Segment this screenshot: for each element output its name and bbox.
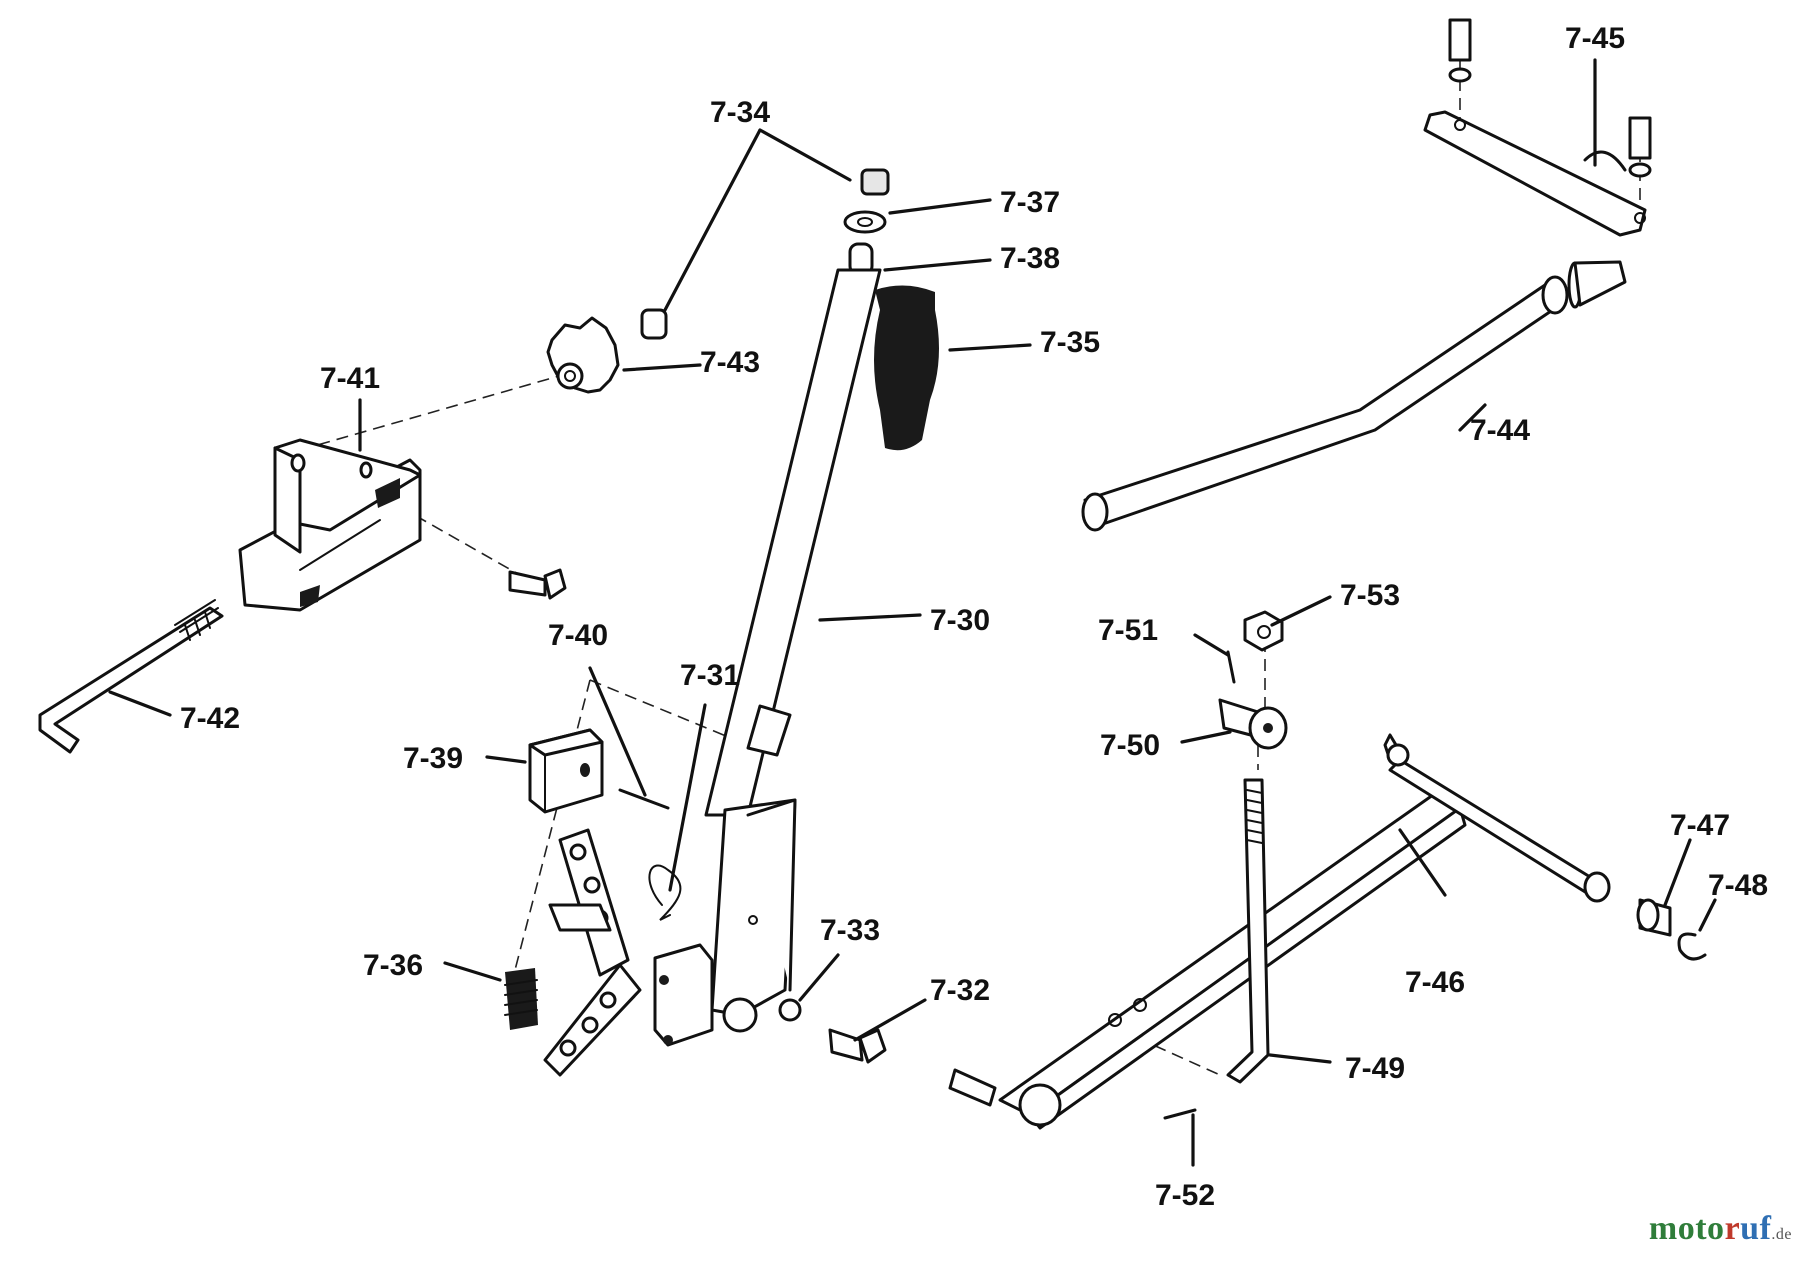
label-7-51: 7-51 bbox=[1098, 614, 1158, 647]
label-7-45: 7-45 bbox=[1565, 22, 1625, 55]
cotter-pin-lower-part bbox=[1163, 1108, 1197, 1120]
spring-part bbox=[504, 968, 538, 1030]
watermark-part-2: r bbox=[1724, 1210, 1741, 1247]
lever-arm-part bbox=[543, 828, 714, 1077]
label-7-52: 7-52 bbox=[1155, 1179, 1215, 1212]
flat-washer-hole bbox=[857, 217, 873, 227]
lift-arm-part bbox=[948, 733, 1611, 1130]
label-7-33: 7-33 bbox=[820, 914, 880, 947]
hand-grip-part bbox=[874, 285, 939, 451]
hex-bolt-part bbox=[828, 1028, 887, 1064]
part-labels: 7-34 7-37 7-38 7-35 7-43 7-41 7-42 7-30 … bbox=[180, 22, 1768, 1212]
mounting-bracket-part bbox=[238, 438, 422, 612]
watermark-part-1: moto bbox=[1648, 1210, 1725, 1247]
shaft-bushing-part bbox=[1636, 898, 1672, 937]
label-7-37: 7-37 bbox=[1000, 186, 1060, 219]
adjusting-knob-part bbox=[546, 316, 620, 394]
label-7-31: 7-31 bbox=[680, 659, 740, 692]
label-7-34: 7-34 bbox=[710, 96, 770, 129]
lock-washer-part bbox=[778, 998, 802, 1022]
lock-nut-part bbox=[1243, 610, 1284, 652]
leader-lines bbox=[108, 58, 1717, 1167]
label-7-53: 7-53 bbox=[1340, 579, 1400, 612]
hairpin-part bbox=[648, 864, 682, 921]
label-7-44: 7-44 bbox=[1470, 414, 1530, 447]
label-7-50: 7-50 bbox=[1100, 729, 1160, 762]
shaft-clamp-part bbox=[1423, 18, 1652, 237]
label-7-40: 7-40 bbox=[548, 619, 608, 652]
adjusting-rod-part bbox=[38, 599, 224, 754]
label-7-36: 7-36 bbox=[363, 949, 423, 982]
label-7-30: 7-30 bbox=[930, 604, 990, 637]
flat-washer-part bbox=[843, 210, 887, 234]
label-7-49: 7-49 bbox=[1345, 1052, 1405, 1085]
assembly-lines bbox=[299, 60, 1641, 1076]
label-7-42: 7-42 bbox=[180, 702, 240, 735]
label-7-32: 7-32 bbox=[930, 974, 990, 1007]
lift-link-part bbox=[1226, 778, 1270, 1084]
pivot-block-part bbox=[528, 728, 604, 814]
bushings-part bbox=[640, 168, 890, 340]
roll-pin-part bbox=[618, 788, 670, 810]
bracket-bolt-part bbox=[508, 568, 567, 600]
label-7-41: 7-41 bbox=[320, 362, 380, 395]
label-7-35: 7-35 bbox=[1040, 326, 1100, 359]
label-7-39: 7-39 bbox=[403, 742, 463, 775]
label-7-43: 7-43 bbox=[700, 346, 760, 379]
label-7-46: 7-46 bbox=[1405, 966, 1465, 999]
swivel-trunnion-part bbox=[1218, 698, 1288, 750]
label-7-47: 7-47 bbox=[1670, 809, 1730, 842]
e-clip-part bbox=[1677, 932, 1707, 961]
watermark-part-3: uf bbox=[1740, 1210, 1772, 1247]
watermark-suffix: .de bbox=[1771, 1226, 1792, 1243]
cotter-pin-upper-part bbox=[1226, 650, 1236, 684]
lift-lever-tube-part bbox=[704, 242, 882, 1033]
site-watermark: motoruf.de bbox=[1649, 1210, 1792, 1248]
label-7-48: 7-48 bbox=[1708, 869, 1768, 902]
cross-shaft-part bbox=[1081, 260, 1627, 532]
label-7-38: 7-38 bbox=[1000, 242, 1060, 275]
